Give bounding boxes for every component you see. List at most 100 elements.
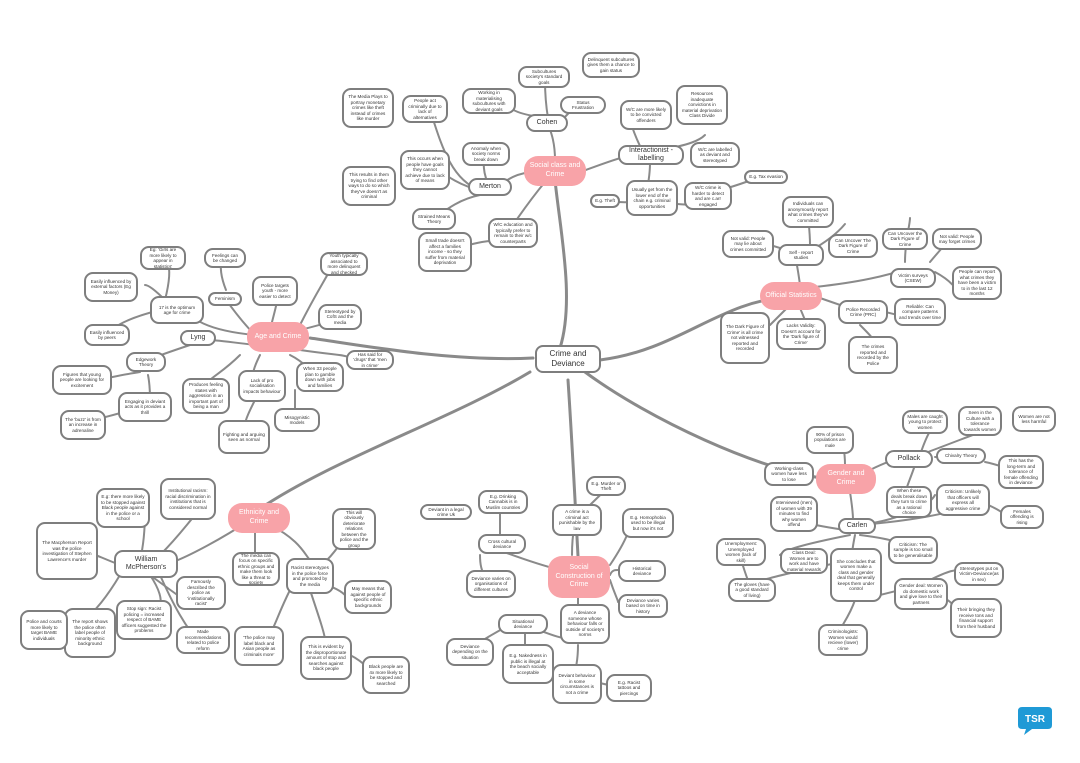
heading-pollack[interactable]: Pollack xyxy=(885,450,933,468)
note-dark-figure-2[interactable]: Can Uncover the Dark Figure of Crime xyxy=(882,228,928,250)
note-institutional-racism[interactable]: Institutional racism: racial discriminat… xyxy=(160,478,216,520)
note-class-deal[interactable]: Class Deal: Women are to work and have m… xyxy=(780,548,828,574)
note-cross-cultural[interactable]: Cross cultural deviance xyxy=(478,534,526,554)
note-seen-culture[interactable]: Seen in the Culture with a tolerance tow… xyxy=(958,406,1002,436)
note-tax-evasion[interactable]: E.g. Tax evasion xyxy=(744,170,788,184)
note-disproportionate[interactable]: This is evident by the disproportionate … xyxy=(300,636,352,680)
note-lower-end-chain[interactable]: Usually get from the lower end of the ch… xyxy=(626,180,678,216)
note-deviant-legal[interactable]: Deviant in a legal crime Uk xyxy=(420,504,472,520)
note-results-other-ways[interactable]: This results in them trying to find othe… xyxy=(342,166,396,206)
note-situational[interactable]: Situational deviance xyxy=(498,614,548,634)
note-deals-break-down[interactable]: When these deals break down they turn to… xyxy=(886,486,932,518)
note-depending-situation[interactable]: Deviance depending on the situation xyxy=(446,638,494,666)
note-buzz-adrenaline[interactable]: The 'buzz' is from an increase in adrena… xyxy=(60,410,106,440)
note-stereotypes-victim[interactable]: Stereotypes put on Victim-Deviance(as in… xyxy=(954,562,1004,586)
note-victim-surveys[interactable]: Victim surveys (CSEW) xyxy=(890,268,936,288)
note-drinking-cannabis[interactable]: E.g. Drinking Cannabis is in Muslim coun… xyxy=(478,490,528,514)
note-external-factors[interactable]: Easily influenced by external factors (E… xyxy=(84,272,138,302)
note-target-bame[interactable]: Police and courts more likely to target … xyxy=(20,610,68,650)
note-lacks-validity[interactable]: Lacks Validity: Doesn't account for the … xyxy=(776,318,826,350)
heading-chivalry[interactable]: Chivalry Theory xyxy=(936,448,986,464)
note-outside-norms[interactable]: A deviance someone whose behaviour falls… xyxy=(560,604,610,644)
note-macpherson-report[interactable]: The Macpherson Report was the police inv… xyxy=(36,522,98,580)
note-goals-lack-means[interactable]: This occurs when people have goals they … xyxy=(400,150,450,190)
note-recommendations[interactable]: Made recommendations related to police r… xyxy=(176,626,230,654)
note-fighting-normal[interactable]: Fighting and arguing seen as normal xyxy=(218,420,270,454)
note-90-prison[interactable]: 90% of prison populations are male xyxy=(806,426,854,454)
note-institutionally-racist[interactable]: Famously described the police as 'instit… xyxy=(176,576,226,610)
topic-social-construction[interactable]: Social Construction of Crime xyxy=(548,556,610,598)
note-wc-labelled[interactable]: W/C are labelled as deviant and stereoty… xyxy=(690,142,740,168)
heading-lyng[interactable]: Lyng xyxy=(180,330,216,346)
heading-feminism[interactable]: Feminism xyxy=(208,292,242,306)
note-criticism-unlikely[interactable]: Criticism: Unlikely that officers will e… xyxy=(936,484,990,516)
note-dark-figure-1[interactable]: Can Uncover The Dark Figure of Crime xyxy=(828,234,878,258)
note-feelings-changed[interactable]: Feelings can be changed xyxy=(204,248,246,268)
note-anonymous-report[interactable]: Individuals can anonymously report what … xyxy=(782,196,834,228)
note-criticism-sample[interactable]: Criticism: The sample is too small to be… xyxy=(888,536,938,564)
note-act-criminally[interactable]: People act criminally due to lack of alt… xyxy=(402,95,448,123)
note-girls-statistics[interactable]: Eg: 'Girls are more likely to appear in … xyxy=(140,246,186,270)
note-wc-education[interactable]: W/C education and typically prefer to re… xyxy=(488,218,538,248)
note-influenced-peers[interactable]: Easily influenced by peers xyxy=(84,324,130,346)
note-racist-stereotypes[interactable]: Racist stereotypes in the police force a… xyxy=(286,558,334,594)
note-concludes-deal[interactable]: She concludes that women make a class an… xyxy=(830,548,882,602)
note-specific-ethnic[interactable]: May means that against people of specifi… xyxy=(344,580,392,614)
note-murder-theft[interactable]: E.g. Murder or Theft xyxy=(586,476,626,496)
heading-self-report[interactable]: Self - report studies xyxy=(778,244,824,266)
note-33-people[interactable]: When 33 people plan to gamble down with … xyxy=(296,362,344,392)
note-optimum-age[interactable]: 17 is the optimum age for crime xyxy=(150,296,204,324)
note-nakedness[interactable]: E.g. Nakedness in public is illegal at t… xyxy=(502,644,554,684)
note-unemployment[interactable]: Unemployment: Unemployed women (lack of … xyxy=(716,538,766,566)
note-gender-deal[interactable]: Gender deal: Women do domestic work and … xyxy=(894,578,948,610)
note-wc-convicted[interactable]: W/C are more likely to be convicted offe… xyxy=(620,100,672,130)
note-anomaly[interactable]: Anomaly when society norms break down xyxy=(462,142,510,166)
note-victim-report[interactable]: People can report what crimes they have … xyxy=(952,266,1002,300)
topic-ethnicity-and-crime[interactable]: Ethnicity and Crime xyxy=(228,503,290,533)
note-financial-support[interactable]: Their bringing they receive tons and fin… xyxy=(950,598,1002,638)
note-resources-inadequate[interactable]: Resources inadequate convictions in mate… xyxy=(676,85,728,125)
note-police-targets-youth[interactable]: Police targets youth - more easier to de… xyxy=(252,276,298,306)
note-racist-tattoos[interactable]: E.g. Racist tattoos and piercings xyxy=(606,674,652,702)
note-pro-socialisation[interactable]: Lack of pro socialisation impacts behavi… xyxy=(238,370,286,402)
note-males-caught[interactable]: Males are caught young to protect women xyxy=(902,410,948,434)
note-more-likely-stopped[interactable]: E.g: there more likely to be stopped aga… xyxy=(96,488,150,528)
note-varies-cultures[interactable]: Deviance varies on organisations of diff… xyxy=(466,570,516,598)
note-deteriorate-relations[interactable]: This will obviously deteriorate relation… xyxy=(332,508,376,550)
note-drugs-men[interactable]: Has said for 'drugs' that 'men in crime' xyxy=(346,350,394,370)
note-strained-means[interactable]: Strained Means Theory xyxy=(412,208,456,230)
heading-merton[interactable]: Merton xyxy=(468,178,512,196)
heading-carlen[interactable]: Carlen xyxy=(838,518,876,534)
note-youth-associated[interactable]: Youth typically associated to more delin… xyxy=(320,252,368,276)
heading-interactionist[interactable]: Interactionist - labelling xyxy=(618,145,684,165)
note-aggression-man[interactable]: Produces feeling states with aggression … xyxy=(182,378,230,414)
note-thrill[interactable]: Engaging in deviant acts as it provides … xyxy=(118,392,172,422)
heading-mcpherson[interactable]: William McPherson's xyxy=(114,550,178,578)
note-excitement[interactable]: Figures that young people are looking fo… xyxy=(52,365,112,395)
topic-age-and-crime[interactable]: Age and Crime xyxy=(247,322,309,352)
note-harder-detect[interactable]: W/C crime is harder to detect and are c.… xyxy=(684,182,732,210)
note-historical-deviance[interactable]: Historical deviance xyxy=(618,560,666,582)
note-not-valid-lie[interactable]: Not valid: People may lie about crimes c… xyxy=(722,230,774,258)
note-status-frustration[interactable]: Status Frustration xyxy=(560,96,606,114)
heading-edgework[interactable]: Edgework Theory xyxy=(126,352,166,372)
note-cohen-working[interactable]: Working in materialising subcultures wit… xyxy=(462,88,516,114)
note-stop-sign[interactable]: Stop sign: Racist policing = increased r… xyxy=(116,600,172,640)
note-criminologists[interactable]: Criminologists: Women would recieve (low… xyxy=(818,624,868,656)
note-interviewed-men[interactable]: Interviewed (men) of women with 39 minut… xyxy=(770,496,818,532)
note-report-label[interactable]: The report shows the police often label … xyxy=(64,608,116,658)
note-4x-stopped[interactable]: Black people are 4x more likely to be st… xyxy=(362,656,410,694)
note-not-valid-forget[interactable]: Not valid: People may forget crimes xyxy=(932,228,982,250)
topic-social-class[interactable]: Social class and Crime xyxy=(524,156,586,186)
heading-cohen[interactable]: Cohen xyxy=(526,114,568,132)
note-police-label[interactable]: 'The police may label black and Asian pe… xyxy=(234,626,284,666)
note-dark-figure-definition[interactable]: The Dark Figure of Crime' is all crime n… xyxy=(720,312,770,364)
note-media-monetary[interactable]: The Media Plays to portray monetary crim… xyxy=(342,88,394,128)
note-crime-criminal-act[interactable]: A crime is a criminal act punishable by … xyxy=(552,504,602,536)
note-varies-time[interactable]: Deviance varies based on time in history xyxy=(618,594,668,618)
note-long-term-tolerance[interactable]: This has the long-term and tolerance of … xyxy=(998,455,1044,489)
note-stereotyped-media[interactable]: Stereotyped by CofS and the media xyxy=(318,304,362,330)
note-women-not-less[interactable]: Women are not less harmful xyxy=(1012,406,1056,432)
note-deviant-not-crime[interactable]: Deviant behaviour in some circumstances … xyxy=(552,664,602,704)
note-misogynistic[interactable]: Misogynistic models xyxy=(274,408,320,432)
